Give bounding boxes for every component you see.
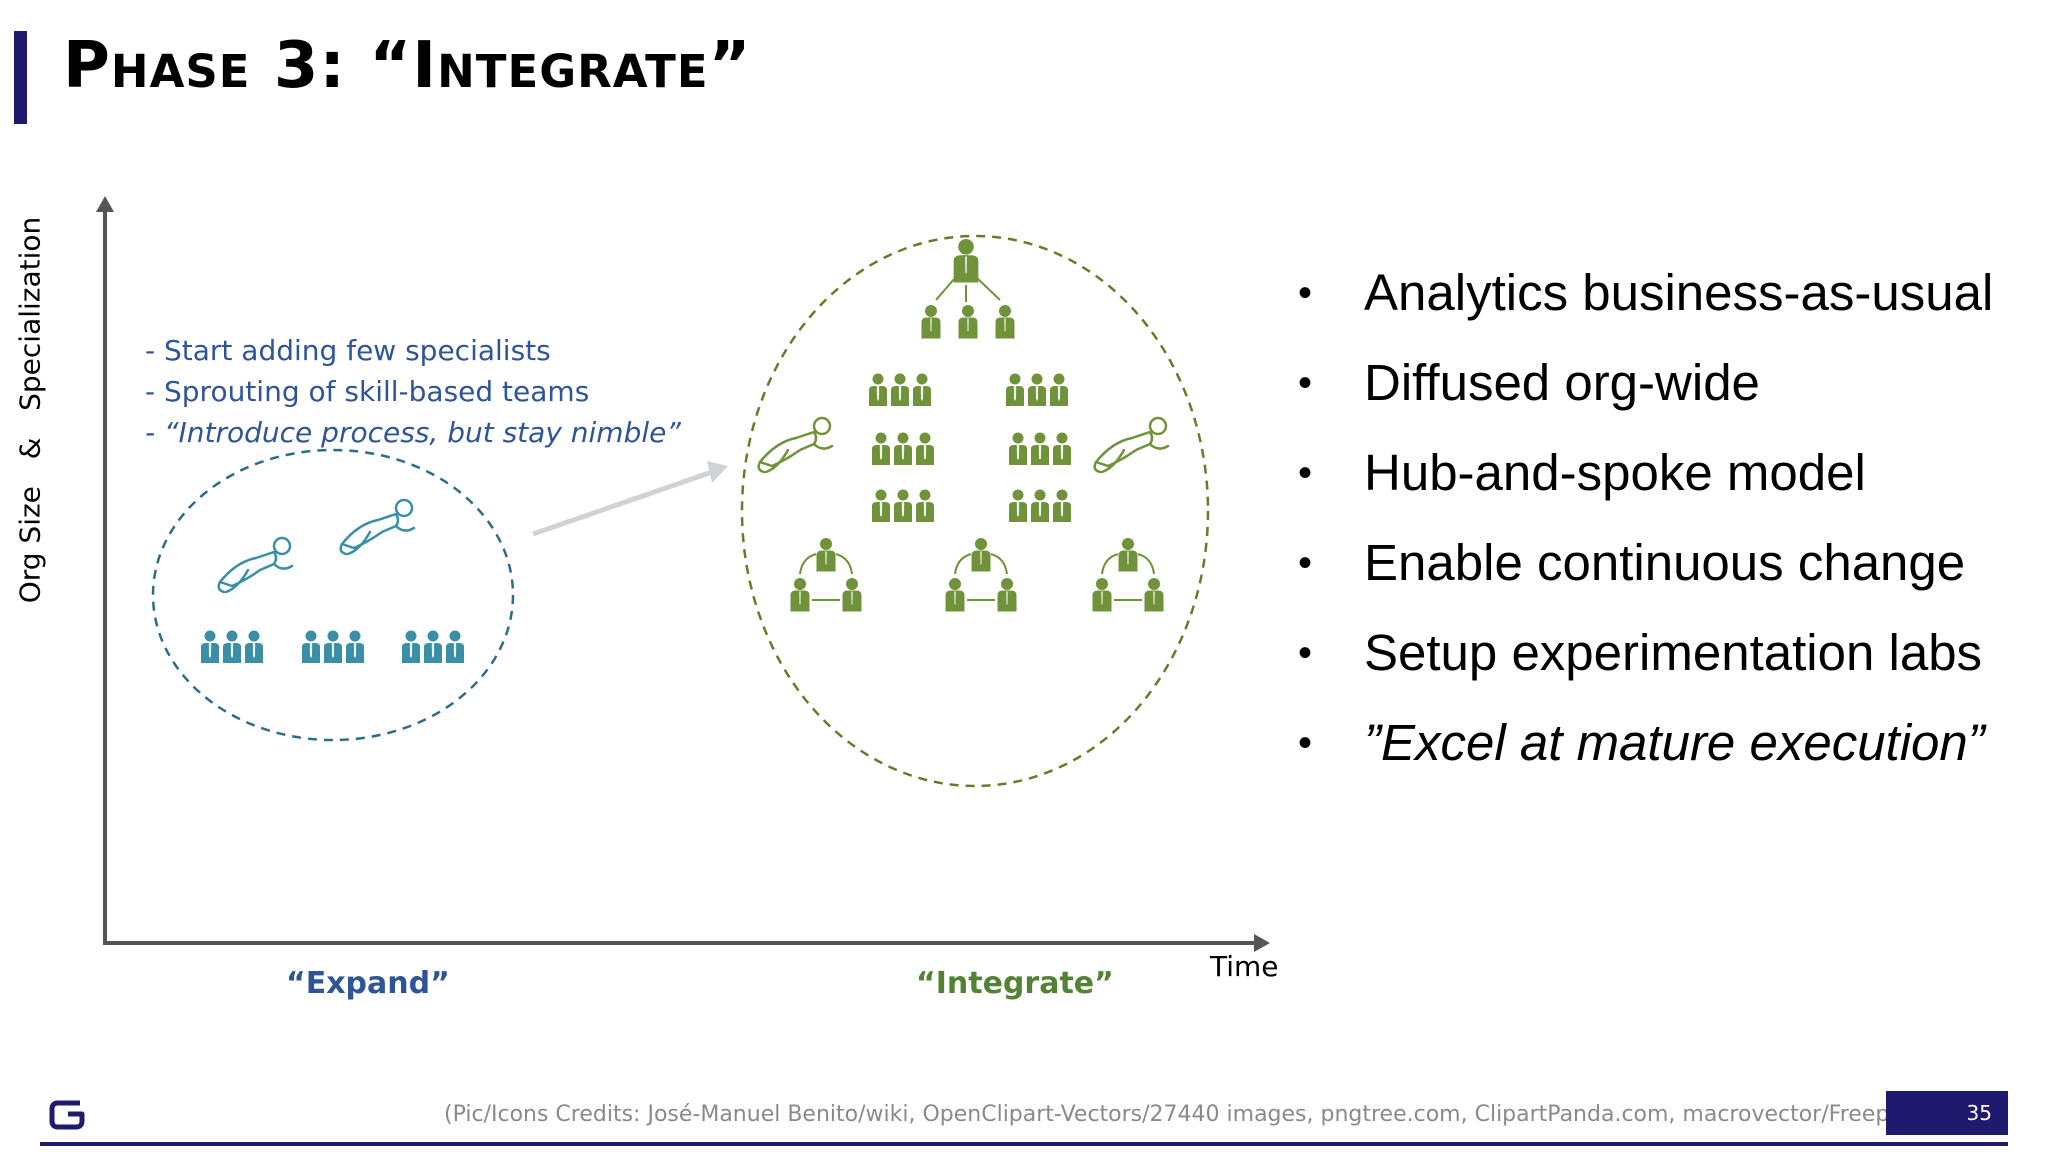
integrate-ellipse — [740, 234, 1210, 788]
bullet-item: •Diffused org-wide — [1298, 354, 1760, 411]
title-accent-bar — [14, 31, 27, 124]
image-credits: (Pic/Icons Credits: José-Manuel Benito/w… — [444, 1102, 1917, 1127]
slide-title: Phase 3: “Integrate” — [63, 29, 752, 103]
expand-teams — [201, 631, 464, 664]
x-axis-label: Time — [1210, 950, 1279, 983]
expand-notes: - Start adding few specialists - Sprouti… — [145, 330, 681, 453]
bullet-item: •Analytics business-as-usual — [1298, 264, 1994, 321]
expand-heroes — [217, 498, 416, 594]
bullet-item: •Enable continuous change — [1298, 534, 1966, 591]
bullet-item: •”Excel at mature execution” — [1298, 714, 1985, 771]
note-item: - Sprouting of skill-based teams — [145, 375, 590, 408]
org-growth-diagram: Org Size & Specialization Time - Start a… — [13, 196, 1279, 1001]
integrate-hierarchy — [921, 238, 1015, 339]
phase-expand-label: “Expand” — [286, 966, 450, 1001]
page-number: 35 — [1886, 1091, 2008, 1135]
integrate-teams — [869, 374, 1071, 523]
note-item: - “Introduce process, but stay nimble” — [145, 416, 681, 449]
company-logo-icon — [48, 1095, 86, 1138]
phase-integrate-label: “Integrate” — [916, 966, 1114, 1001]
integrate-heroes — [757, 416, 1170, 474]
note-item: - Start adding few specialists — [145, 334, 551, 367]
bullet-list: •Analytics business-as-usual •Diffused o… — [1292, 258, 1993, 798]
expand-ellipse — [151, 448, 515, 742]
transition-arrow — [532, 461, 728, 537]
bullet-item: •Hub-and-spoke model — [1298, 444, 1866, 501]
y-axis-label: Org Size & Specialization — [13, 216, 47, 604]
integrate-hubs — [791, 539, 1163, 612]
y-axis — [96, 196, 114, 943]
x-axis — [103, 934, 1270, 952]
bullet-item: •Setup experimentation labs — [1298, 624, 1983, 681]
footer-rule — [40, 1142, 2008, 1146]
